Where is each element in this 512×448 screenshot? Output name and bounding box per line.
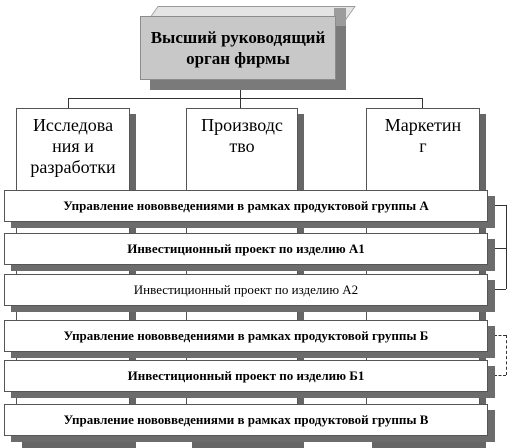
department-production-line2: тво [229,136,255,156]
connector-dept-2 [240,98,241,108]
department-research-line3: разработки [30,157,116,177]
connector-a2-in [494,289,506,290]
top-management-title-line2: орган фирмы [186,49,290,68]
department-marketing-line1: Маркетин [384,115,462,135]
department-production-line1: Производс [201,115,283,135]
connector-dept-1 [68,98,69,108]
department-research-line1: Исследова [32,115,114,135]
bar-product-group-b: Управление нововведениями в рамках проду… [4,320,488,352]
top-management-box: Высший руководящий орган фирмы [140,16,336,80]
bar-product-group-c: Управление нововведениями в рамках проду… [4,404,488,436]
connector-a1-in [494,248,506,249]
bar-product-group-b-label: Управление нововведениями в рамках проду… [63,328,429,343]
top-box-side [334,8,346,78]
connector-dept-3 [422,98,423,108]
connector-a-out [494,205,506,206]
department-research-line2: ния и [52,136,94,156]
bar-product-group-c-label: Управление нововведениями в рамках проду… [63,412,429,427]
bar-product-group-a: Управление нововведениями в рамках проду… [4,190,488,222]
connector-top-down [240,88,241,98]
bar-project-a1: Инвестиционный проект по изделию А1 [4,233,488,265]
bar-project-a2-label: Инвестиционный проект по изделию А2 [133,282,359,297]
bar-project-b1-label: Инвестиционный проект по изделию Б1 [127,368,365,383]
bar-project-a1-label: Инвестиционный проект по изделию А1 [127,241,365,256]
connector-b1-in [494,375,506,376]
bar-project-a2: Инвестиционный проект по изделию А2 [4,274,488,306]
top-management-title-line1: Высший руководящий [150,28,326,47]
department-marketing-line2: г [419,136,427,156]
connector-b-out [494,335,506,336]
connector-horizontal [68,98,423,99]
bar-product-group-a-label: Управление нововведениями в рамках проду… [63,198,429,213]
bar-project-b1: Инвестиционный проект по изделию Б1 [4,360,488,392]
connector-b-vertical [506,335,507,375]
connector-a-vertical [506,205,507,289]
